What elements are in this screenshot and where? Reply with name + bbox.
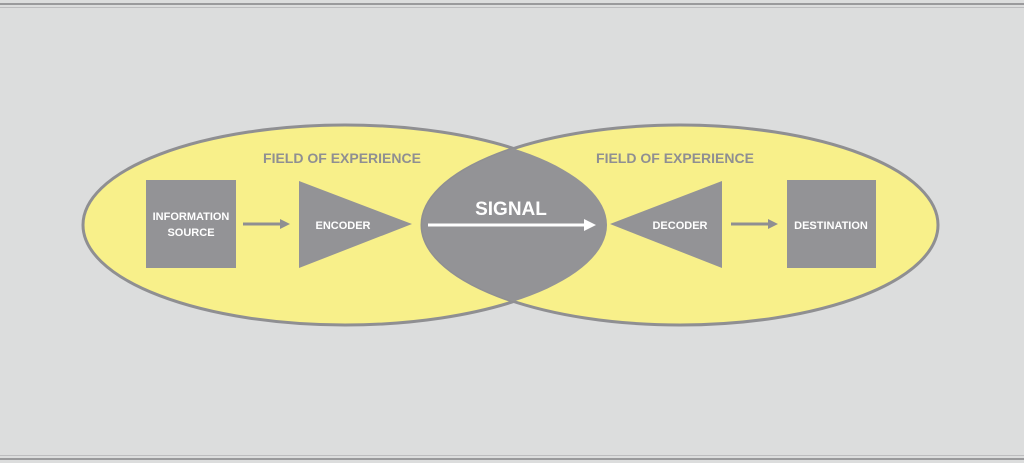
right-field-label: FIELD OF EXPERIENCE [596,150,754,166]
encoder-triangle [299,181,412,268]
destination-box [787,180,876,268]
bottom-border [0,455,1024,456]
top-border [0,3,1024,5]
information-source-label-line1: INFORMATION [153,211,230,223]
top-border-inner [0,7,1024,8]
left-field-label: FIELD OF EXPERIENCE [263,150,421,166]
signal-overlap-region [422,125,607,325]
signal-label: SIGNAL [475,199,547,220]
encoder-label: ENCODER [315,220,370,232]
information-source-box [146,180,236,268]
decoder-label: DECODER [652,220,707,232]
destination-label: DESTINATION [794,220,868,232]
decoder-triangle [610,181,722,268]
bottom-border-outer [0,458,1024,460]
information-source-label-line2: SOURCE [167,227,214,239]
